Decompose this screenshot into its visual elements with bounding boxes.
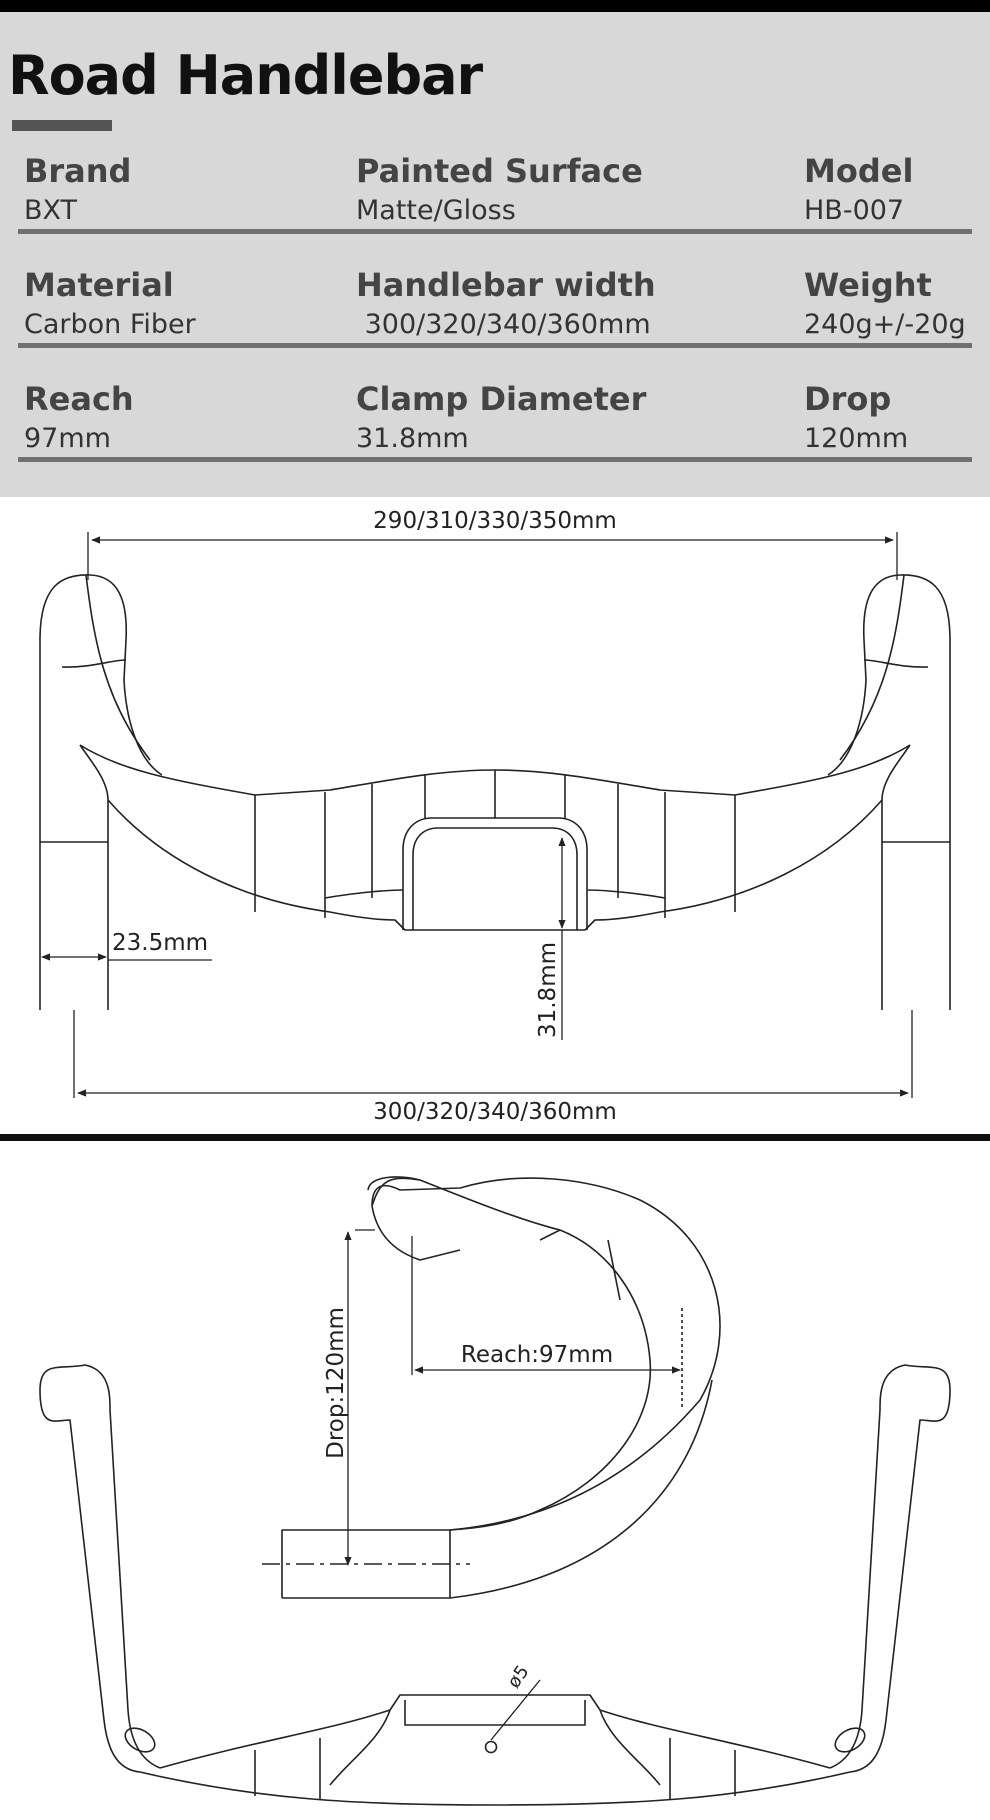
spec-label-clamp-diameter: Clamp Diameter bbox=[356, 380, 647, 418]
tube-diameter-dimension: 23.5mm bbox=[112, 930, 208, 956]
spec-value-brand: BXT bbox=[24, 195, 78, 226]
bottom-width-dimension: 300/320/340/360mm bbox=[373, 1099, 617, 1125]
spec-label-brand: Brand bbox=[24, 152, 132, 190]
spec-value-handlebar-width: 300/320/340/360mm bbox=[356, 309, 651, 340]
page-title: Road Handlebar bbox=[8, 44, 483, 107]
clamp-dimension: 31.8mm bbox=[535, 942, 561, 1038]
side-view-diagram: Drop:120mm Reach:97mm ø5 bbox=[39, 1176, 951, 1806]
row-divider bbox=[18, 229, 972, 234]
drop-dimension: Drop:120mm bbox=[323, 1307, 349, 1459]
spec-label-model: Model bbox=[804, 152, 914, 190]
row-divider bbox=[18, 457, 972, 462]
spec-label-material: Material bbox=[24, 266, 174, 304]
spec-value-reach: 97mm bbox=[24, 423, 111, 454]
top-border bbox=[0, 0, 990, 12]
spec-value-weight: 240g+/-20g bbox=[804, 309, 966, 340]
spec-panel: Road Handlebar Brand BXT Painted Surface… bbox=[0, 12, 990, 497]
spec-value-painted-surface: Matte/Gloss bbox=[356, 195, 516, 226]
hole-diameter-dimension: ø5 bbox=[503, 1662, 533, 1692]
row-divider bbox=[18, 343, 972, 348]
section-divider bbox=[0, 1134, 990, 1141]
spec-label-handlebar-width: Handlebar width bbox=[356, 266, 656, 304]
spec-value-material: Carbon Fiber bbox=[24, 309, 196, 340]
spec-label-drop: Drop bbox=[804, 380, 892, 418]
front-view-diagram: 290/310/330/350mm 300/320/340/360mm 23.5… bbox=[39, 508, 951, 1125]
spec-value-model: HB-007 bbox=[804, 195, 905, 226]
top-width-dimension: 290/310/330/350mm bbox=[373, 508, 617, 534]
spec-label-weight: Weight bbox=[804, 266, 932, 304]
spec-value-drop: 120mm bbox=[804, 423, 909, 454]
spec-value-clamp-diameter: 31.8mm bbox=[356, 423, 469, 454]
reach-dimension: Reach:97mm bbox=[461, 1342, 613, 1368]
title-underline bbox=[12, 120, 112, 131]
spec-label-reach: Reach bbox=[24, 380, 134, 418]
spec-label-painted-surface: Painted Surface bbox=[356, 152, 643, 190]
